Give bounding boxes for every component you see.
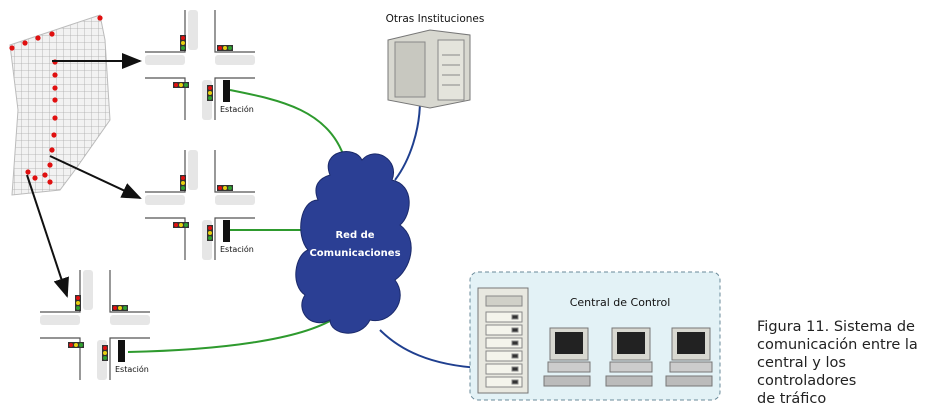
caption-line: de tráfico bbox=[757, 391, 827, 407]
signal-point bbox=[49, 31, 55, 37]
signal-point bbox=[22, 40, 28, 46]
station-label: Estación bbox=[220, 104, 254, 114]
intersection-3: Estación bbox=[40, 270, 150, 380]
city-map bbox=[9, 14, 111, 196]
link-control-center bbox=[379, 329, 481, 369]
signal-point bbox=[32, 175, 38, 181]
arrow-to-intersection-3 bbox=[26, 174, 69, 298]
intersection-2: Estación bbox=[145, 150, 255, 260]
link-other-institutions bbox=[394, 99, 421, 181]
station-label: Estación bbox=[115, 364, 149, 374]
station-box bbox=[223, 80, 230, 102]
signal-point bbox=[25, 169, 31, 175]
caption-line: central y los controladores bbox=[757, 355, 857, 389]
caption-line: comunicación entre la bbox=[757, 337, 918, 353]
signal-point bbox=[49, 147, 55, 153]
signal-point bbox=[52, 72, 58, 78]
figure-caption: Figura 11. Sistema de comunicación entre… bbox=[757, 318, 943, 408]
map-arrows bbox=[26, 53, 142, 298]
control-center-label: Central de Control bbox=[570, 296, 671, 309]
signal-point bbox=[97, 15, 103, 21]
caption-line: Figura 11. Sistema de bbox=[757, 319, 915, 335]
network-label: Red de bbox=[335, 230, 374, 241]
workstation-pc bbox=[605, 327, 653, 387]
other-institutions-label: Otras Instituciones bbox=[386, 13, 485, 25]
link-station-1 bbox=[229, 89, 346, 161]
server-tower bbox=[477, 287, 529, 394]
station-box bbox=[223, 220, 230, 242]
network-label-2: Comunicaciones bbox=[309, 248, 400, 259]
signal-point bbox=[47, 162, 53, 168]
signal-point bbox=[52, 85, 58, 91]
other-institutions-server: Otras Instituciones bbox=[386, 13, 485, 109]
signal-point bbox=[51, 132, 57, 138]
signal-point bbox=[42, 172, 48, 178]
workstation-pc bbox=[543, 327, 591, 387]
control-center: Central de Control bbox=[469, 271, 721, 401]
signal-point bbox=[52, 97, 58, 103]
communications-network-cloud: Red de Comunicaciones bbox=[295, 151, 412, 334]
signal-point bbox=[9, 45, 15, 51]
signal-point bbox=[52, 115, 58, 121]
signal-point bbox=[47, 179, 53, 185]
station-label: Estación bbox=[220, 244, 254, 254]
station-box bbox=[118, 340, 125, 362]
link-station-3 bbox=[127, 317, 336, 353]
intersection-1: Estación bbox=[145, 10, 255, 120]
signal-point bbox=[35, 35, 41, 41]
workstation-pc bbox=[665, 327, 713, 387]
arrow-to-intersection-2 bbox=[49, 155, 142, 199]
